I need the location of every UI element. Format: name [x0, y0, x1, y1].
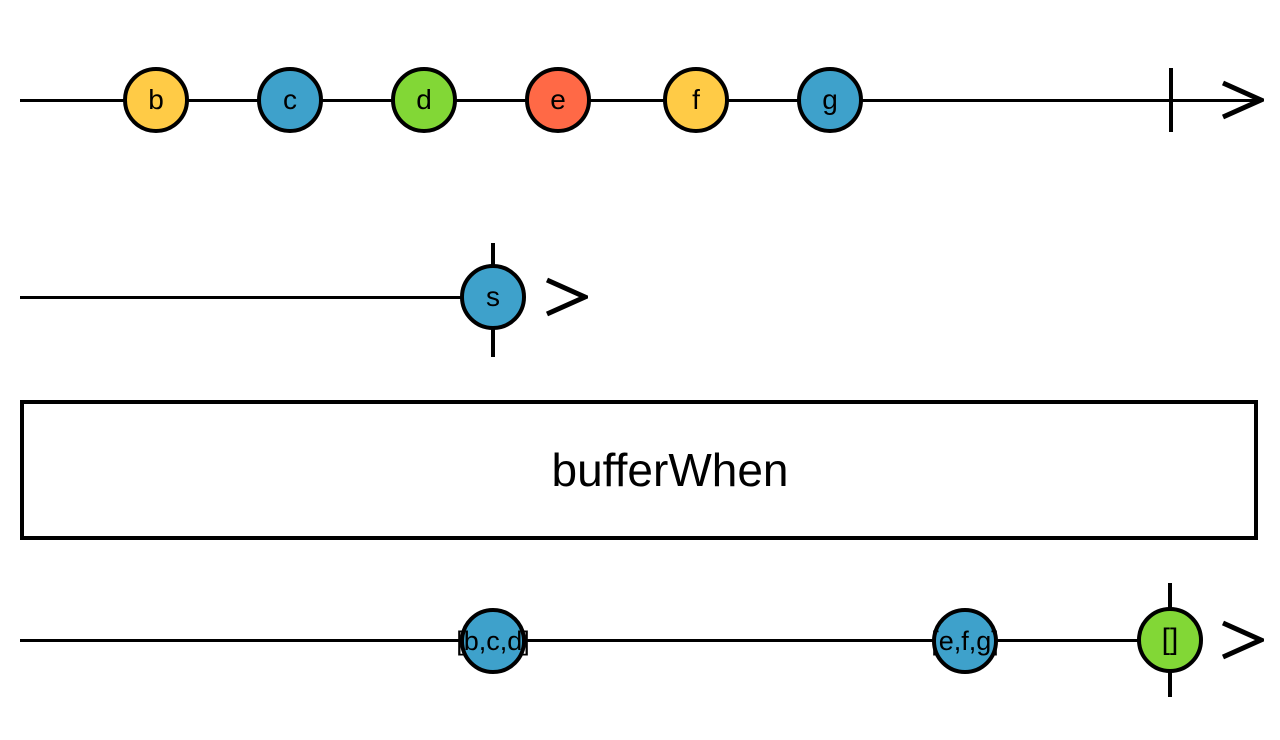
marble-label: [b,c,d] [456, 625, 530, 656]
operator-box: bufferWhen [20, 400, 1258, 540]
source-marble-g[interactable]: g [797, 67, 863, 133]
arrowhead-icon [1221, 620, 1264, 660]
output-marble-buffer-1: [b,c,d] [456, 608, 530, 674]
output-timeline [20, 639, 1171, 642]
marble-label: b [148, 84, 164, 115]
marble-label: g [822, 84, 838, 115]
marble-label: d [416, 84, 432, 115]
marble-label: f [692, 84, 700, 115]
source-timeline [20, 99, 1258, 102]
marble-label: c [283, 84, 297, 115]
source-marble-e[interactable]: e [525, 67, 591, 133]
notifier-timeline [20, 296, 493, 299]
marble-label: s [486, 281, 500, 312]
source-marble-d[interactable]: d [391, 67, 457, 133]
marble-label: [e,f,g] [931, 625, 999, 656]
arrowhead-icon [545, 277, 588, 317]
source-marble-b[interactable]: b [123, 67, 189, 133]
output-marble-empty-buffer: [] [1137, 607, 1203, 673]
source-completion-tick [1169, 68, 1173, 132]
source-marble-f[interactable]: f [663, 67, 729, 133]
source-marble-c[interactable]: c [257, 67, 323, 133]
marble-label: [] [1161, 623, 1179, 656]
notifier-marble-s[interactable]: s [460, 264, 526, 330]
marble-label: e [550, 84, 566, 115]
arrowhead-icon [1221, 80, 1264, 120]
operator-label: bufferWhen [551, 444, 789, 496]
output-marble-buffer-2: [e,f,g] [931, 608, 999, 674]
